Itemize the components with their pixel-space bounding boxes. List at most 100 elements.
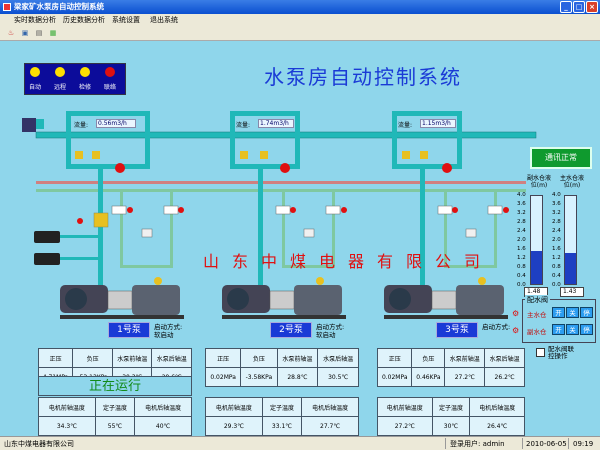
gauge-tick-label: 1.2 bbox=[517, 255, 526, 261]
running-status: 正在运行 bbox=[38, 376, 192, 396]
cell-value: 30℃ bbox=[431, 416, 471, 436]
inlet-valve-icon bbox=[22, 118, 36, 132]
legend-label: 自动 bbox=[28, 84, 41, 91]
flow-label: 流量: bbox=[236, 122, 251, 129]
cell-value: 27.7℃ bbox=[301, 416, 359, 436]
flow-value: 1.74m3/h bbox=[258, 119, 294, 128]
cell-value: 0.02MPa bbox=[376, 367, 413, 387]
status-time: 09:19 bbox=[573, 440, 594, 448]
pump3-motor-table: 电机前轴温度 定子温度 电机后轴温度 27.2℃ 30℃ 26.4℃ bbox=[377, 397, 525, 436]
print-icon[interactable]: ▤ bbox=[35, 29, 43, 37]
pump3-start-mode: 启动方式: bbox=[482, 323, 510, 331]
minimize-icon[interactable]: _ bbox=[560, 1, 572, 13]
col-header: 正压 bbox=[37, 348, 74, 368]
valve-row-label: 主水仓 bbox=[527, 311, 547, 319]
chart-icon[interactable]: ▦ bbox=[49, 29, 57, 37]
cell-value: 0.02MPa bbox=[204, 367, 242, 387]
menu-exit[interactable]: 退出系统 bbox=[150, 16, 178, 24]
col-header: 正压 bbox=[204, 348, 242, 368]
gauge-tick-label: 0.0 bbox=[552, 282, 561, 288]
gauge-tick-label: 0.8 bbox=[552, 264, 561, 270]
window-title: 梁家矿水泵房自动控制系统 bbox=[14, 2, 104, 11]
main-sump-level-title: 主水仓液位(m) bbox=[559, 175, 584, 189]
title-bar: 梁家矿水泵房自动控制系统 _ □ × bbox=[0, 0, 600, 14]
valve-panel-title: 配水阀 bbox=[525, 295, 550, 305]
cell-value: 34.3℃ bbox=[38, 416, 96, 436]
menu-realtime-analysis[interactable]: 实时数据分析 bbox=[14, 16, 56, 24]
cell-value: 28.8℃ bbox=[276, 367, 319, 387]
valve-linkage-checkbox[interactable] bbox=[536, 348, 545, 357]
gauge-tick-label: 1.2 bbox=[552, 255, 561, 261]
gauge-tick-label: 2.4 bbox=[552, 228, 561, 234]
main-sump-stop-button[interactable]: 停 bbox=[580, 307, 593, 318]
menu-bar: 实时数据分析 历史数据分析 系统设置 退出系统 bbox=[0, 14, 600, 26]
status-divider bbox=[568, 438, 569, 449]
valve-linkage-label: 配水阀联控操作 bbox=[548, 346, 574, 360]
start-mode-label: 启动方式: bbox=[482, 323, 511, 331]
pump1-label[interactable]: 1号泵 bbox=[108, 322, 150, 338]
gauge-tick-label: 0.4 bbox=[517, 273, 526, 279]
main-sump-level-value: 1.43 bbox=[560, 287, 584, 297]
status-user: 登录用户: admin bbox=[450, 440, 505, 448]
status-divider bbox=[522, 438, 523, 449]
gauge-tick-label: 1.6 bbox=[517, 246, 526, 252]
col-header: 水泵后轴温 bbox=[151, 348, 192, 368]
pump3-label[interactable]: 3号泵 bbox=[436, 322, 478, 338]
aux-sump-valve-icon: ⚙ bbox=[512, 326, 520, 335]
save-icon[interactable]: ▣ bbox=[21, 29, 29, 37]
main-sump-open-button[interactable]: 开 bbox=[552, 307, 565, 318]
pump2-label[interactable]: 2号泵 bbox=[270, 322, 312, 338]
main-sump-fill bbox=[565, 252, 576, 284]
menu-history-analysis[interactable]: 历史数据分析 bbox=[63, 16, 105, 24]
cell-value: 40℃ bbox=[134, 416, 192, 436]
flow-label: 流量: bbox=[398, 122, 413, 129]
aux-sump-close-button[interactable]: 关 bbox=[566, 324, 579, 335]
gauge-tick-label: 3.2 bbox=[517, 210, 526, 216]
main-sump-valve-icon: ⚙ bbox=[512, 309, 520, 318]
company-watermark: 山东中煤电器有限公司 bbox=[203, 252, 494, 271]
aux-sump-gauge bbox=[530, 195, 543, 285]
cell-value: 33.1℃ bbox=[261, 416, 303, 436]
gauge-tick-label: 2.4 bbox=[517, 228, 526, 234]
status-legend: 自动 远程 检修 联络 bbox=[24, 63, 126, 95]
col-header: 电机前轴温度 bbox=[205, 397, 263, 417]
alarm-icon[interactable]: ♨ bbox=[7, 29, 15, 37]
cell-value: -3.58KPa bbox=[240, 367, 278, 387]
start-mode-label: 启动方式: bbox=[316, 323, 345, 331]
cell-value: 29.3℃ bbox=[205, 416, 263, 436]
gauge-tick-label: 3.6 bbox=[517, 201, 526, 207]
start-mode-label: 启动方式: bbox=[154, 323, 183, 331]
col-header: 正压 bbox=[376, 348, 413, 368]
gauge-tick-label: 1.6 bbox=[552, 246, 561, 252]
maintenance-led-icon bbox=[80, 67, 90, 77]
main-sump-close-button[interactable]: 关 bbox=[566, 307, 579, 318]
cell-value: 30.5℃ bbox=[317, 367, 359, 387]
gauge-tick-label: 4.0 bbox=[517, 192, 526, 198]
pump1-start-mode: 启动方式:软启动 bbox=[154, 323, 182, 339]
gauge-tick-label: 4.0 bbox=[552, 192, 561, 198]
aux-sump-stop-button[interactable]: 停 bbox=[580, 324, 593, 335]
cell-value: 26.4℃ bbox=[469, 416, 525, 436]
col-header: 电机前轴温度 bbox=[377, 397, 433, 417]
gauge-tick-label: 2.8 bbox=[517, 219, 526, 225]
status-bar: 山东中煤电器有限公司 登录用户: admin 2010-06-05 09:19 bbox=[0, 436, 600, 450]
col-header: 水泵前轴温 bbox=[444, 348, 486, 368]
auto-led-icon bbox=[30, 67, 40, 77]
comm-status-badge: 通讯正常 bbox=[530, 147, 592, 169]
maximize-icon[interactable]: □ bbox=[573, 1, 585, 13]
cell-value: 27.2℃ bbox=[444, 367, 486, 387]
gauge-tick-label: 0.0 bbox=[517, 282, 526, 288]
cell-value: 55℃ bbox=[94, 416, 136, 436]
valve-row-label: 副水仓 bbox=[527, 328, 547, 336]
status-company: 山东中煤电器有限公司 bbox=[4, 440, 74, 448]
aux-sump-open-button[interactable]: 开 bbox=[552, 324, 565, 335]
toolbar: ♨ ▣ ▤ ▦ bbox=[0, 26, 600, 41]
legend-label: 联络 bbox=[103, 84, 116, 91]
aux-sump-fill bbox=[531, 251, 542, 284]
pump2-data-table: 正压 负压 水泵前轴温 水泵后轴温 0.02MPa -3.58KPa 28.8℃… bbox=[204, 348, 359, 387]
menu-system-settings[interactable]: 系统设置 bbox=[112, 16, 140, 24]
col-header: 电机后轴温度 bbox=[469, 397, 525, 417]
remote-led-icon bbox=[55, 67, 65, 77]
close-icon[interactable]: × bbox=[586, 1, 598, 13]
